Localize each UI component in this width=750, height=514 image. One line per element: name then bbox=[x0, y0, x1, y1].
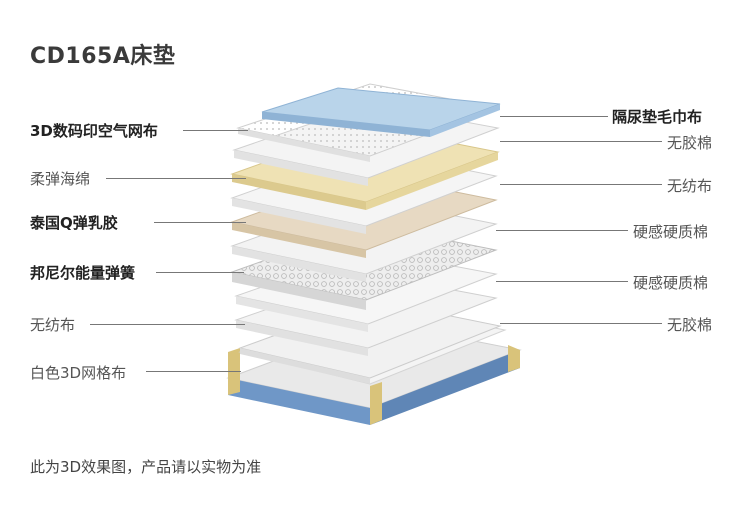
left-label-2: 柔弹海绵 bbox=[30, 170, 91, 188]
right-label-5: 硬感硬质棉 bbox=[633, 274, 709, 292]
top-pad-layer bbox=[261, 87, 501, 137]
right-line-1 bbox=[500, 116, 608, 117]
left-line-1 bbox=[183, 130, 248, 131]
left-line-6 bbox=[146, 371, 241, 372]
right-line-3 bbox=[500, 184, 662, 185]
left-label-5: 无纺布 bbox=[30, 316, 76, 334]
left-label-3: 泰国Q弹乳胶 bbox=[30, 214, 118, 232]
right-label-3: 无纺布 bbox=[667, 177, 713, 195]
right-label-1: 隔尿垫毛巾布 bbox=[612, 108, 703, 126]
right-label-4: 硬感硬质棉 bbox=[633, 223, 709, 241]
left-line-5 bbox=[90, 324, 245, 325]
left-line-4 bbox=[156, 272, 244, 273]
disclaimer-note: 此为3D效果图，产品请以实物为准 bbox=[30, 458, 262, 476]
right-line-2 bbox=[500, 141, 662, 142]
right-line-4 bbox=[496, 230, 628, 231]
right-line-6 bbox=[500, 323, 662, 324]
right-line-5 bbox=[496, 281, 628, 282]
left-line-2 bbox=[106, 178, 246, 179]
left-label-1: 3D数码印空气网布 bbox=[30, 122, 158, 140]
right-label-6: 无胶棉 bbox=[667, 316, 713, 334]
page-title: CD165A床垫 bbox=[30, 44, 176, 69]
right-label-2: 无胶棉 bbox=[667, 134, 713, 152]
left-label-4: 邦尼尔能量弹簧 bbox=[30, 264, 136, 282]
left-line-3 bbox=[154, 222, 246, 223]
left-label-6: 白色3D网格布 bbox=[30, 364, 127, 382]
